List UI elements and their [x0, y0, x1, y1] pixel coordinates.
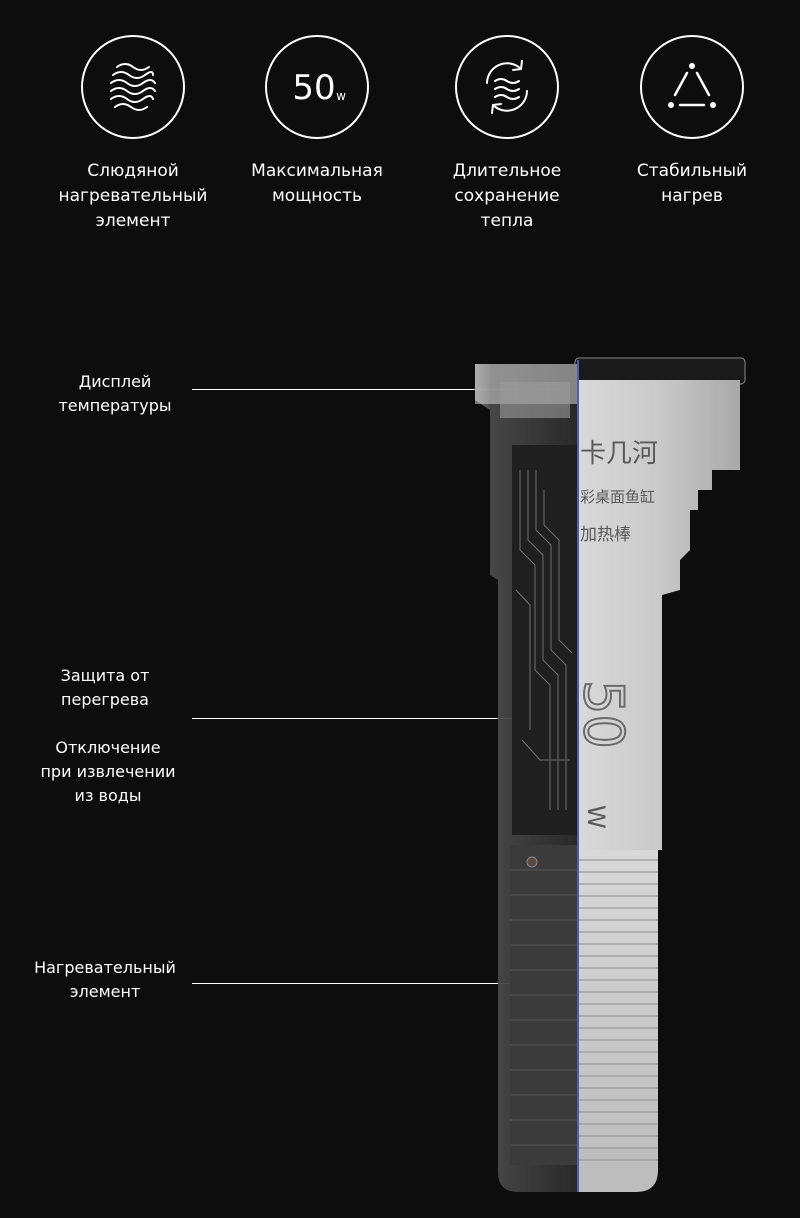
power-value: 50 [292, 68, 335, 108]
cycle-waves-icon [486, 60, 528, 114]
device-sensor-dot [526, 856, 538, 868]
feature-circle [81, 35, 185, 139]
callout-display-label: Дисплей температуры [58, 372, 172, 415]
feature-circle [455, 35, 559, 139]
feature-label: Стабильный нагрев [636, 161, 748, 206]
device-heating-element-lines [510, 869, 578, 1146]
device-bottom-right [578, 1170, 658, 1192]
callout-protection-label: Защита от перегрева [60, 666, 150, 709]
callout-auto-off-label: Отключение при извлечении из воды [40, 738, 176, 805]
feature-stable-heating: Стабильный нагрев [607, 35, 777, 209]
device-circuit-board [512, 445, 578, 835]
callout-heating-element-label: Нагревательный элемент [34, 958, 176, 1001]
device-text-line1: 彩桌面鱼缸 [580, 488, 655, 506]
feature-max-power: 50 w Максимальная мощность [232, 35, 402, 209]
feature-mica-heater: Слюдяной нагревательный элемент [48, 35, 218, 234]
feature-heat-retention: Длительное сохранение тепла [422, 35, 592, 234]
feature-label: Максимальная мощность [251, 161, 383, 206]
device-brand-text: 卡几河 [580, 439, 658, 469]
device-heating-chamber [510, 845, 578, 1165]
device-text-line2: 加热棒 [580, 525, 631, 545]
feature-label: Слюдяной нагревательный элемент [58, 161, 208, 231]
heater-device-illustration: 卡几河 彩桌面鱼缸 加热棒 50 W [475, 357, 746, 1192]
callout-heating-element-line [192, 983, 562, 984]
power-unit: w [336, 89, 346, 103]
feature-label: Длительное сохранение тепла [452, 161, 562, 231]
callout-display-line [192, 389, 562, 390]
device-ribs [578, 859, 658, 1161]
power-50w-icon: 50 w [292, 68, 346, 108]
triangle-nodes-icon [668, 63, 716, 108]
waves-icon [110, 63, 156, 111]
device-power-text: 50 [572, 680, 635, 749]
feature-circle [640, 35, 744, 139]
device-circuit-traces [515, 470, 573, 810]
device-display-window [500, 382, 570, 418]
feature-circle: 50 w [265, 35, 369, 139]
device-body-right [578, 380, 740, 850]
callout-protection-line [192, 718, 562, 719]
device-ribbed-section [578, 850, 658, 1170]
device-power-unit: W [582, 805, 610, 829]
